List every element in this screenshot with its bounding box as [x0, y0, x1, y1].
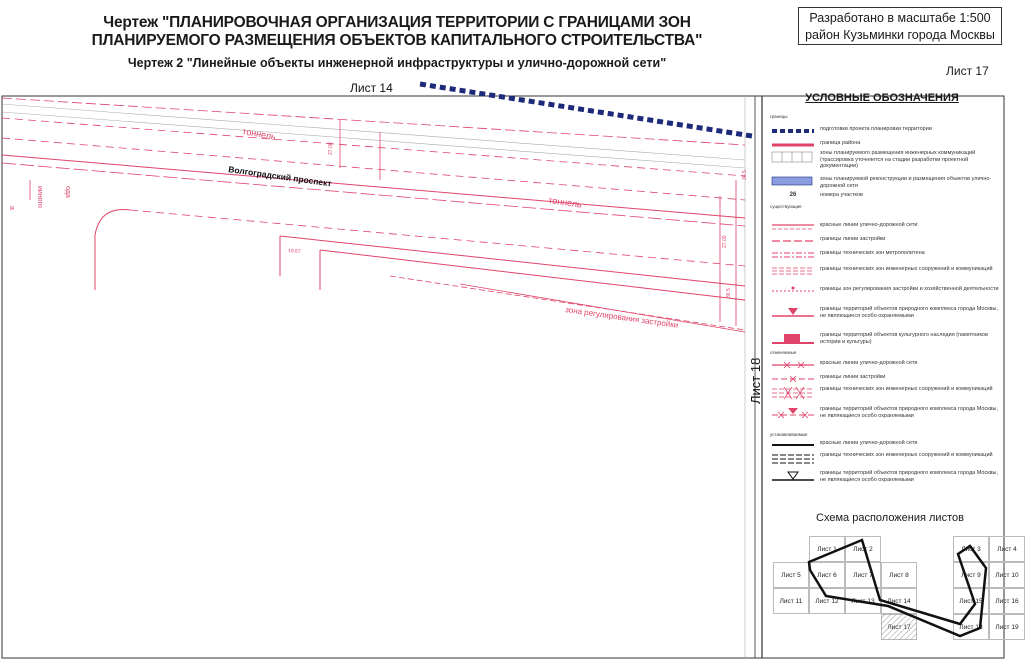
dim-label-3: 27.00 — [722, 235, 728, 248]
legend-caption-bounds: границы — [770, 114, 788, 119]
legend-caption-cancel: отменяемые — [770, 350, 797, 355]
title-line-1: Чертеж "ПЛАНИРОВОЧНАЯ ОРГАНИЗАЦИЯ ТЕРРИТ… — [103, 14, 691, 31]
schema-cell: Лист 12 — [809, 588, 845, 614]
legend-caption-existing: существующие — [770, 204, 802, 209]
schema-cell: Лист 5 — [773, 562, 809, 588]
legend: УСЛОВНЫЕ ОБОЗНАЧЕНИЯ границы подготовки … — [760, 88, 1004, 498]
black-triple-dash-icon — [772, 454, 814, 464]
red-cross-line-icon — [772, 361, 814, 369]
schema-cell: Лист 7 — [845, 562, 881, 588]
black-triangle-icon — [772, 471, 814, 481]
red-cross-dash-icon — [772, 375, 814, 383]
scale-line-2: район Кузьминки города Москвы — [805, 28, 995, 42]
dim-label-1: 27.00 — [328, 142, 334, 155]
black-solid-icon — [772, 444, 814, 446]
schema-cell: Лист 8 — [881, 562, 917, 588]
left-label-1: ииного — [36, 186, 43, 208]
schema-title: Схема расположения листов — [816, 512, 964, 524]
tunnel-label-2: тоннель — [548, 195, 583, 210]
legend-caption-set: устанавливаемые — [770, 432, 808, 437]
project-boundary-line — [419, 81, 753, 139]
scale-line-1: Разработано в масштабе 1:500 — [809, 11, 991, 25]
dim-label-2: 19.67 — [288, 248, 301, 255]
sheet-label-right: Лист 18 — [748, 358, 763, 404]
title-line-2: ПЛАНИРУЕМОГО РАЗМЕЩЕНИЯ ОБЪЕКТОВ КАПИТАЛ… — [91, 32, 703, 49]
blue-rect-icon — [771, 176, 813, 186]
red-triple-dash-icon — [772, 267, 814, 275]
dim-label-4: 36.5 — [726, 288, 732, 298]
red-dash-icon — [772, 240, 814, 242]
schema-cell: Лист 18 — [953, 614, 989, 640]
header: Чертеж "ПЛАНИРОВОЧНАЯ ОРГАНИЗАЦИЯ ТЕРРИТ… — [0, 0, 1008, 86]
red-lines — [1, 97, 746, 333]
schema-cell: Лист 2 — [845, 536, 881, 562]
schema-cell: Лист 11 — [773, 588, 809, 614]
sheet-label-top: Лист 14 — [350, 81, 393, 95]
red-cross-triangle-icon — [772, 408, 814, 419]
navy-dash-icon — [772, 129, 814, 133]
legend-title: УСЛОВНЫЕ ОБОЗНАЧЕНИЯ — [805, 92, 959, 104]
dim-label-5: 36.5 — [742, 170, 748, 180]
grey-lines — [1, 103, 746, 169]
schema-cell: Лист 9 — [953, 562, 989, 588]
red-dashdot-icon — [772, 252, 814, 258]
schema-cell: Лист 6 — [809, 562, 845, 588]
hatched-rect-icon — [771, 151, 813, 163]
red-triangle-icon — [772, 308, 814, 317]
red-cross-triple-icon — [772, 386, 814, 400]
red-solid-icon — [772, 143, 814, 147]
scale-box: Разработано в масштабе 1:500 район Кузьм… — [798, 7, 1002, 45]
drawing-title: Чертеж "ПЛАНИРОВОЧНАЯ ОРГАНИЗАЦИЯ ТЕРРИТ… — [62, 14, 732, 50]
drawing-subtitle: Чертеж 2 "Линейные объекты инженерной ин… — [127, 56, 667, 70]
district-outline — [807, 538, 988, 638]
plot-number-sample: 26 — [789, 192, 797, 198]
left-label-3: а — [8, 206, 15, 210]
sheet-number: Лист 17 — [946, 64, 989, 78]
red-dots-icon — [772, 286, 814, 292]
schema-cell: Лист 1 — [809, 536, 845, 562]
red-block-icon — [772, 334, 814, 344]
current-sheet-highlight — [881, 614, 917, 640]
left-label-2: ода — [64, 186, 71, 198]
red-double-line-icon — [772, 224, 814, 230]
